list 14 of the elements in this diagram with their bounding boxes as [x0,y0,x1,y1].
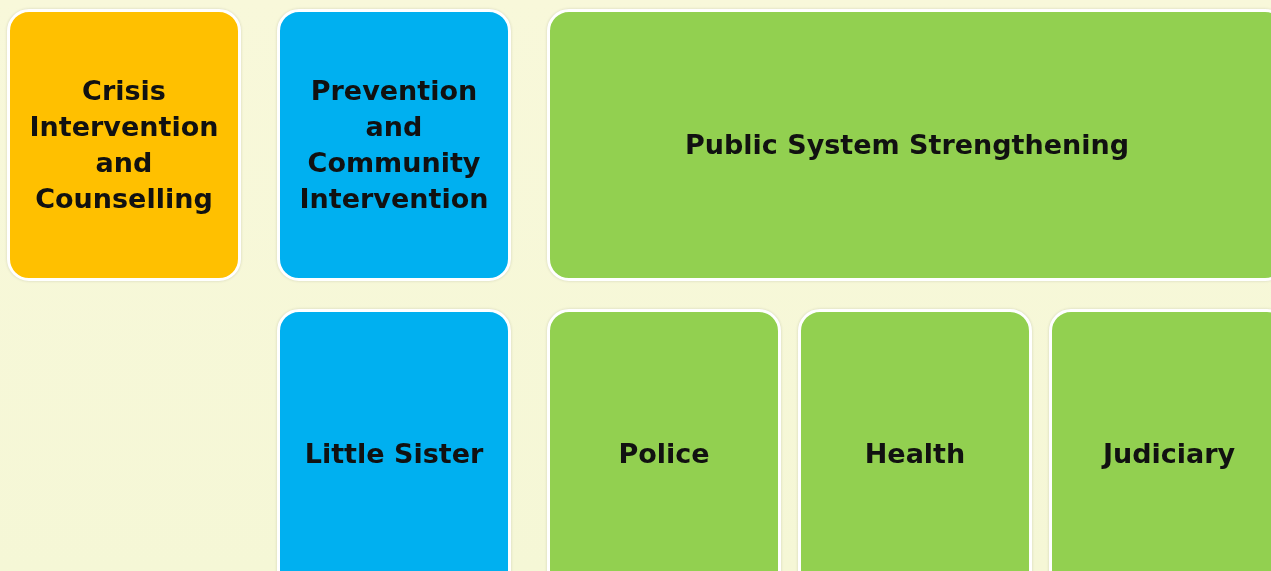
category-tile [277,9,511,281]
tile-label: Judiciary [1100,437,1237,471]
tile-label: Police [617,437,711,471]
tile-label: Crisis Intervention and Counselling [28,74,220,216]
category-tile [7,9,241,281]
tile-label: Public System Strengthening [683,128,1131,162]
tile-label: Little Sister [303,437,485,471]
category-tile [547,309,781,571]
category-tile [547,9,1271,281]
tile-label: Prevention and Community Intervention [298,74,490,216]
category-tile [1049,309,1271,571]
category-tile [277,309,511,571]
tile-label: Health [863,437,967,471]
category-tile [798,309,1032,571]
